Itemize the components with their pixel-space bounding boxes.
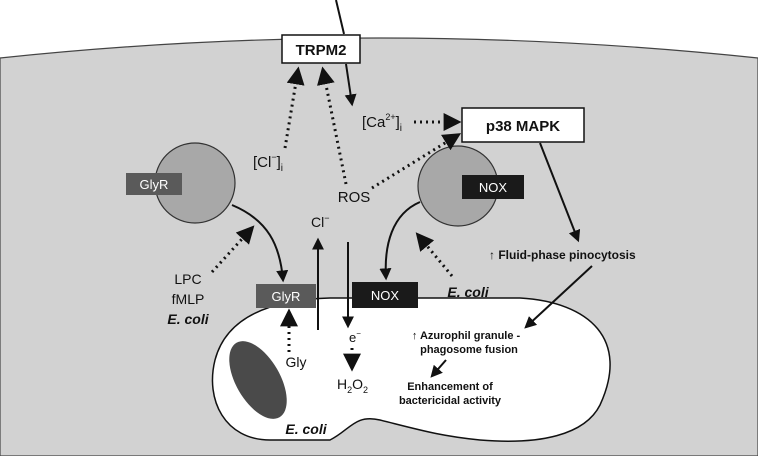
ros-to-p38-arrow — [371, 133, 462, 190]
trpm2-input-line — [335, 0, 345, 35]
enhancement-label-line1: Enhancement of — [407, 381, 493, 393]
glyr-top-box — [126, 173, 182, 195]
nox-membrane-box — [352, 282, 418, 308]
h2o2-label: H2O2 — [337, 376, 368, 395]
trpm2-box — [281, 34, 361, 64]
p38-mapk-label: p38 MAPK — [486, 118, 560, 135]
nox-membrane-label: NOX — [371, 288, 400, 303]
electron-label: e− — [349, 329, 361, 345]
ecoli-bacterium — [229, 341, 287, 419]
ecoli-bottom-label: E. coli — [285, 421, 327, 437]
glyr-top-label: GlyR — [140, 177, 169, 192]
chloride-label: Cl− — [311, 213, 330, 230]
stimuli-to-glyr-arrow — [210, 225, 255, 274]
fmlp-label: fMLP — [172, 291, 205, 307]
azurophil-to-enhancement-arrow — [430, 359, 447, 378]
p38-to-pinocytosis-arrow — [539, 142, 581, 243]
glyr-membrane-box — [256, 284, 316, 308]
ecoli-left-label: E. coli — [167, 311, 209, 327]
pinocytosis-label: ↑ Fluid-phase pinocytosis — [489, 248, 636, 262]
glyr-translocation-arrow — [231, 204, 289, 283]
nox-top-box — [462, 175, 524, 199]
gly-label: Gly — [286, 354, 307, 370]
p38-mapk-box — [461, 107, 585, 143]
phagosome — [211, 297, 611, 442]
glyr-membrane-label: GlyR — [272, 289, 301, 304]
nox-top-label: NOX — [479, 180, 508, 195]
pinocytosis-to-azurophil-arrow — [524, 265, 593, 329]
calcium-label: [Ca2+]i — [362, 112, 402, 134]
nox-translocation-arrow — [379, 201, 421, 281]
azurophil-label-line1: ↑ Azurophil granule - — [412, 330, 521, 342]
ros-to-trpm2-arrow — [317, 66, 348, 185]
enhancement-label-line2: bactericidal activity — [399, 395, 502, 407]
ecoli-right-label: E. coli — [447, 284, 489, 300]
chloride-internal-label: [Cl−]i — [253, 152, 283, 174]
lpc-label: LPC — [174, 271, 201, 287]
trpm2-label: TRPM2 — [296, 42, 347, 59]
ros-label: ROS — [338, 189, 371, 206]
azurophil-label-line2: phagosome fusion — [420, 344, 518, 356]
trpm2-to-calcium-arrow — [344, 63, 357, 107]
chloride-to-trpm2-arrow — [283, 66, 305, 149]
